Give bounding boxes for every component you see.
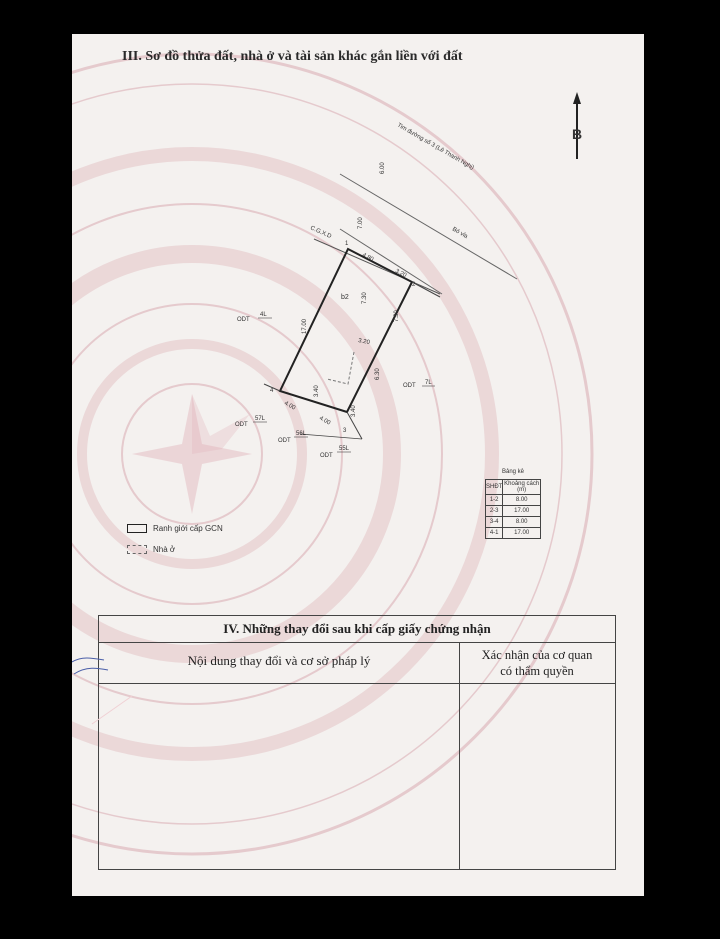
road-curb [339,228,443,295]
legend: Ranh giới cấp GCN Nhà ở [127,524,223,566]
svg-text:3.40: 3.40 [314,385,320,397]
road-name: Tim đường số 3 (Lê Thanh Nghị) [396,123,475,172]
section-4-title: IV. Những thay đổi sau khi cấp giấy chứn… [99,616,615,643]
svg-text:3.20: 3.20 [394,268,408,279]
approval-header: Xác nhận của cơ quan có thẩm quyền [481,648,593,678]
svg-text:6.30: 6.30 [375,368,381,380]
house-outline [326,351,355,385]
changes-table: IV. Những thay đổi sau khi cấp giấy chứn… [98,615,616,870]
cgxd-label: C.G.X.D [309,225,332,240]
certificate-page: III. Sơ đồ thửa đất, nhà ở và tài sản kh… [72,34,644,896]
road-setback: 6.00 [380,162,386,174]
svg-text:55L: 55L [339,446,350,452]
svg-text:4.00: 4.00 [318,416,332,427]
svg-text:4.00: 4.00 [283,401,297,412]
house-swatch [127,545,147,554]
svg-text:4.80: 4.80 [361,252,375,263]
drum-watermark [72,52,594,856]
vertex-3: 3 [343,428,347,434]
road-edge: Bó vỉa [451,226,470,241]
legend-house: Nhà ở [127,545,223,554]
road-offset: 7.00 [358,217,364,229]
svg-text:7L: 7L [425,380,432,386]
road-centerline [339,173,518,280]
svg-text:ODT: ODT [237,317,250,323]
boundary-swatch [127,524,147,533]
plot-id: b2 [341,294,349,301]
svg-text:ODT: ODT [235,422,248,428]
pen-mark [72,657,132,725]
changes-content-header: Nội dung thay đổi và cơ sở pháp lý [187,653,371,668]
svg-text:17.00: 17.00 [302,318,308,334]
vertex-1: 1 [345,241,349,247]
svg-text:57L: 57L [255,416,266,422]
vertex-4: 4 [270,388,274,394]
svg-text:4L: 4L [260,312,267,318]
svg-text:3.40: 3.40 [351,405,357,417]
north-arrow-icon: B [572,92,582,159]
table-header-dist: Khoảng cách (m) [502,479,541,495]
plot-diagram: B Tim đường số 3 (Lê Thanh Nghị) 6.00 Bó… [235,92,582,459]
north-label: B [572,126,582,142]
svg-text:ODT: ODT [278,438,291,444]
section-3-title: III. Sơ đồ thửa đất, nhà ở và tài sản kh… [122,49,463,64]
svg-text:3.20: 3.20 [358,338,371,346]
svg-text:7.30: 7.30 [394,310,400,322]
table-header-seg: SHĐT [484,479,504,495]
svg-text:56L: 56L [296,431,307,437]
svg-text:7.30: 7.30 [362,292,368,304]
svg-text:ODT: ODT [403,383,416,389]
table-caption: Bảng kê [501,469,525,475]
vertex-2: 2 [412,282,416,288]
svg-text:ODT: ODT [320,453,333,459]
legend-boundary: Ranh giới cấp GCN [127,524,223,533]
setback-line [313,238,441,295]
